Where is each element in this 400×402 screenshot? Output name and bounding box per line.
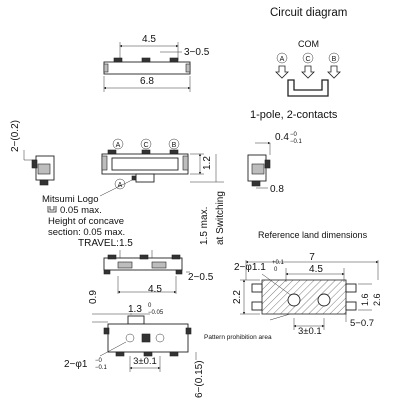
right-dim-tol-upper: −0 [290,132,298,138]
circuit-arrow-icon [275,65,289,79]
right-dim-tol-lower: −0.1 [290,139,303,145]
bottom-dim-hole: 2−φ1 [64,359,88,370]
bottom-dim-hole-pitch: 3±0.1 [133,356,157,367]
front-actuator [135,173,155,183]
land-dim-pad: 5−0.7 [350,318,374,329]
land-prohibition-label: Pattern prohibition area [204,334,272,341]
front-terminal-bottom-a: A [114,178,126,190]
circuit-terminal-a: A [276,52,288,64]
land-diagram: Reference land dimensions 7 4.5 2−φ1.1 +… [204,230,382,341]
bottom-dim-boss-lower: −0.05 [148,310,164,316]
front-terminal-a: A [112,138,124,150]
land-dim-hole: 2−φ1.1 [234,262,266,273]
svg-text:B: B [172,142,177,149]
bottom-dim-hole-upper: −0 [95,358,103,364]
top-dim-pitch: 3−0.5 [184,47,210,58]
top-dim-width: 4.5 [142,34,156,45]
concave-note-title: Height of concave [48,216,124,227]
circuit-caption: 1-pole, 2-contacts [250,109,338,121]
front-dim-height: 1.2 [202,156,213,170]
concave-note-depth: section: 0.05 max. [48,227,125,238]
svg-text:A: A [118,182,123,189]
svg-text:A: A [280,56,285,63]
circuit-arrow-icon [301,65,315,79]
circuit-diagram: Circuit diagram COM A C B 1-pole, 2-cont… [250,7,347,121]
right-dim-tol-base: 0.4 [275,132,289,143]
front-terminal-c: C [140,138,152,150]
land-dim-right-a: 1.6 [360,293,370,306]
land-dim-overall: 7 [309,252,315,263]
circuit-terminal-b: B [328,52,340,64]
front-dim-switching: 1.5 max. [199,207,210,245]
circuit-arrow-icon [327,65,341,79]
logo-depth-icon [47,206,57,213]
mounting-hole-left [125,333,135,343]
land-dim-hole-lower: 0 [274,267,278,273]
circuit-title: Circuit diagram [270,7,347,19]
land-dim-hole-pitch: 3±0.1 [298,326,322,337]
svg-text:A: A [116,142,121,149]
land-dim-height: 2.2 [232,290,243,304]
front-terminal-b: B [168,138,180,150]
svg-text:C: C [143,142,148,149]
mounting-hole-right [155,333,165,343]
top-dim-overall: 6.8 [140,76,154,87]
top-view-body [103,61,191,75]
logo-note-title: Mitsumi Logo [42,194,99,205]
bottom-dim-pad: 2−0.5 [188,272,214,283]
svg-text:C: C [305,56,310,63]
left-side-view: 2−(0.2) [10,120,55,186]
land-hole-right [317,293,331,307]
prohibition-area [261,279,347,315]
front-view: A C B A 1.2 1.5 max. at Switching [42,138,226,258]
svg-text:B: B [332,56,337,63]
land-dim-pitch: 4.5 [309,264,323,275]
left-dim-small: 2−(0.2) [10,120,21,152]
logo-note-depth: 0.05 max. [60,205,102,216]
bottom-view: 2−0.5 4.5 0.9 1.3 0 −0.05 2−φ1 −0 −0.1 3… [64,254,214,398]
bottom-dim-span: 4.5 [148,284,162,295]
bottom-dim-hole-lower: −0.1 [95,365,108,371]
circuit-terminal-c: C [302,52,314,64]
circuit-contact-bracket [287,79,329,97]
bottom-dim-boss-upper: 0 [148,303,152,309]
bottom-dim-bottom: 6−(0.15) [194,360,205,398]
bottom-dim-boss: 1.3 [128,304,142,315]
land-dim-hole-upper: +0.1 [272,260,285,266]
bottom-dim-height: 0.9 [88,290,99,304]
bottom-view-body [103,257,183,271]
right-dim-small: 0.8 [270,184,284,195]
travel-note: TRAVEL:1.5 [78,238,133,249]
right-side-view: 0.4 −0 −0.1 0.8 [247,132,303,195]
land-title: Reference land dimensions [258,230,368,240]
land-hole-left [287,293,301,307]
land-dim-right-b: 2.6 [372,293,382,306]
top-view: 4.5 3−0.5 6.8 [103,34,210,92]
front-note-switching: at Switching [215,191,226,245]
circuit-com-label: COM [298,39,319,49]
